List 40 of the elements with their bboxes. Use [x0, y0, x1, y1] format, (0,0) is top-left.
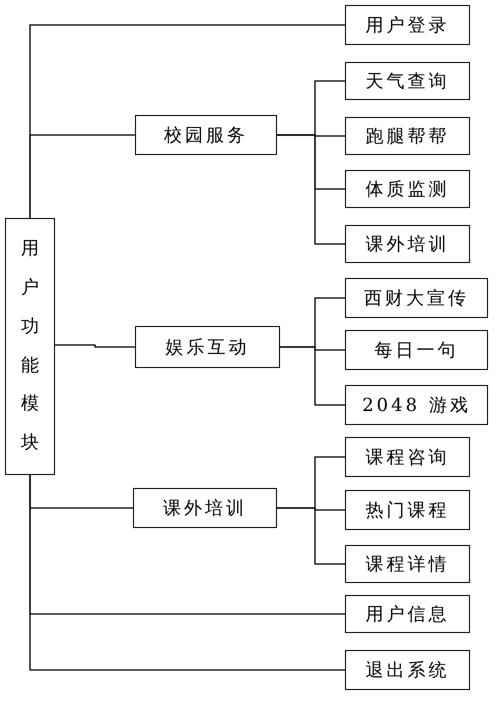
function-box [345, 225, 470, 263]
node-label: 西财大宣传 [364, 287, 469, 310]
connector-line [55, 344, 135, 348]
node-label: 课外培训 [366, 233, 450, 256]
function-box [345, 330, 488, 370]
node-label: 天气查询 [366, 70, 450, 93]
function-box [345, 62, 470, 100]
node-label: 2048 游戏 [362, 394, 471, 417]
node-label: 退出系统 [366, 659, 450, 682]
node-label: 用户信息 [366, 603, 450, 626]
function-box [345, 117, 470, 155]
function-box [135, 326, 280, 368]
node-label: 每日一句 [374, 339, 458, 362]
node-label: 体质监测 [366, 178, 450, 201]
node-label: 用户登录 [366, 14, 450, 37]
node-label: 课外培训 [163, 497, 247, 520]
function-box [345, 385, 488, 425]
function-box [345, 437, 470, 477]
connector-line [29, 134, 135, 218]
node-label: 用户功能模块 [21, 237, 39, 455]
node-label: 娱乐互动 [166, 336, 250, 359]
node-label: 热门课程 [366, 499, 450, 522]
function-box [345, 545, 470, 583]
function-box [345, 5, 470, 45]
node-label: 校园服务 [164, 124, 248, 147]
function-box [345, 650, 470, 690]
function-box [345, 490, 470, 530]
connector-line [277, 507, 345, 565]
function-box [345, 170, 470, 208]
module-box [5, 218, 55, 475]
node-label: 跑腿帮帮 [366, 125, 450, 148]
function-box [135, 115, 277, 155]
node-label: 课程咨询 [366, 446, 450, 469]
function-box [345, 595, 470, 633]
connector-line [280, 346, 345, 406]
connector-line [29, 475, 345, 671]
function-box [345, 278, 488, 318]
function-box [133, 488, 277, 528]
connector-line [277, 134, 345, 245]
node-label: 课程详情 [366, 553, 450, 576]
